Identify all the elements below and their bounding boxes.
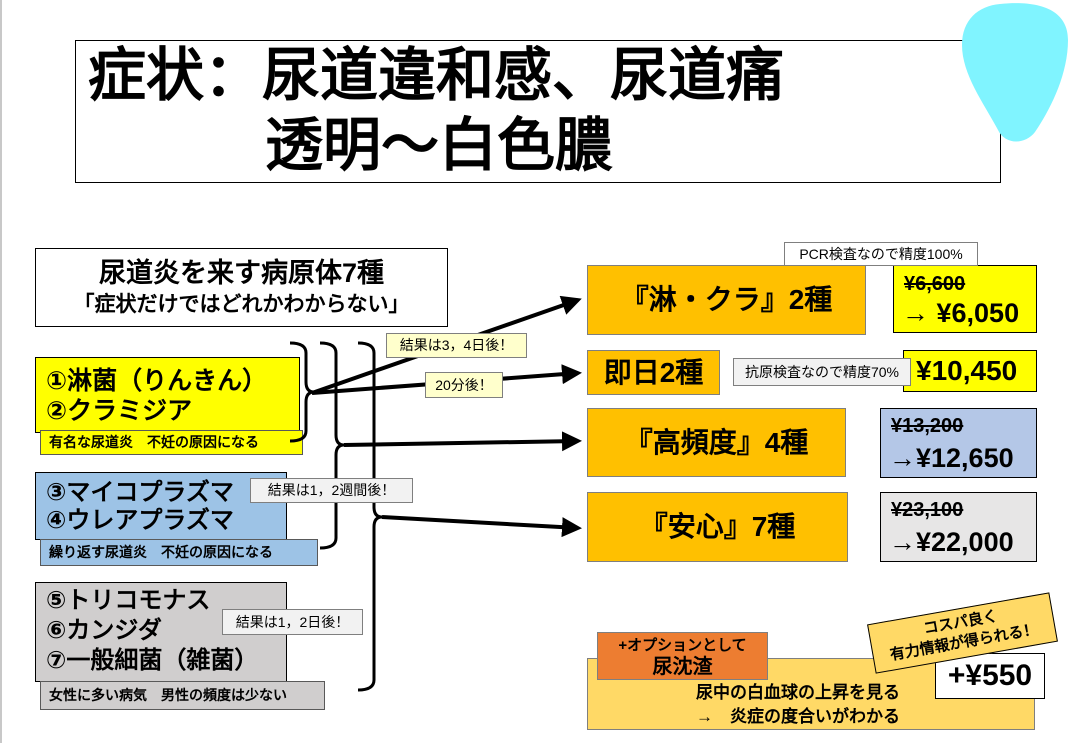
price-box-high-frequency: ¥13,200 →¥12,650 bbox=[880, 408, 1037, 478]
pathogen-item: ⑤トリコモナス bbox=[46, 587, 211, 614]
price-box-rin-kura: ¥6,600 → ¥6,050 bbox=[893, 265, 1037, 333]
price-new: →¥22,000 bbox=[889, 527, 1014, 557]
turnaround-label-mycoplasma: 結果は1，2週間後！ bbox=[250, 478, 413, 503]
pathogen-subheading: 「症状だけではどれかわからない」 bbox=[73, 293, 410, 316]
pathogen-item: ②クラミジア bbox=[46, 397, 193, 425]
test-panel-high-frequency: 『高頻度』4種 bbox=[587, 408, 846, 477]
method-note-pcr: PCR検査なので精度100% bbox=[784, 242, 978, 266]
pathogen-group-mycoplasma-ureaplasma: ③マイコプラズマ ④ウレアプラズマ bbox=[35, 472, 287, 540]
pathogen-item: ⑥カンジダ bbox=[46, 617, 162, 644]
pathogen-group-gonorrhea-chlamydia: ①淋菌（りんきん） ②クラミジア bbox=[35, 357, 300, 433]
test-panel-peace-of-mind: 『安心』7種 bbox=[587, 492, 848, 562]
turnaround-label-rin-kura: 結果は3，4日後！ bbox=[386, 333, 527, 358]
pathogen-header-box: 尿道炎を来す病原体7種 「症状だけではどれかわからない」 bbox=[35, 248, 448, 327]
pathogen-item: ⑦一般細菌（雑菌） bbox=[46, 647, 259, 674]
option-name: 尿沈渣 bbox=[652, 656, 713, 678]
price-old: ¥13,200 bbox=[891, 415, 964, 437]
pathogen-item: ④ウレアプラズマ bbox=[46, 507, 234, 534]
pathogen-heading: 尿道炎を来す病原体7種 bbox=[98, 258, 384, 288]
method-note-antigen: 抗原検査なので精度70% bbox=[733, 358, 911, 386]
pathogen-group-note: 繰り返す尿道炎 不妊の原因になる bbox=[40, 539, 318, 566]
slide-left-edge bbox=[0, 0, 2, 743]
bracket-all-groups bbox=[357, 341, 383, 692]
pathogen-group-note: 有名な尿道炎 不妊の原因になる bbox=[40, 430, 303, 455]
price-box-same-day: ¥10,450 bbox=[903, 350, 1037, 392]
price-old: ¥23,100 bbox=[891, 499, 964, 521]
price-new: → ¥6,050 bbox=[902, 298, 1020, 328]
droplet-shape bbox=[962, 3, 1068, 142]
arrow-to-high-frequency bbox=[343, 431, 582, 452]
price-new: →¥12,650 bbox=[889, 443, 1014, 473]
title-box: 症状：尿道違和感、尿道痛 透明〜白色膿 bbox=[75, 40, 1001, 183]
option-label: +オプションとして bbox=[618, 637, 747, 654]
option-price: +¥550 bbox=[935, 653, 1045, 699]
price-box-peace-of-mind: ¥23,100 →¥22,000 bbox=[880, 492, 1037, 562]
price-old: ¥6,600 bbox=[904, 273, 966, 295]
option-description-line: 尿中の白血球の上昇を見る bbox=[696, 683, 900, 702]
turnaround-label-trichomonas: 結果は1，2日後！ bbox=[222, 609, 363, 635]
turnaround-label-same-day: 20分後！ bbox=[425, 372, 503, 398]
arrow-to-peace-of-mind bbox=[381, 515, 582, 538]
decor-droplet-icon bbox=[962, 3, 1068, 142]
test-panel-same-day: 即日2種 bbox=[587, 350, 720, 395]
title-line-discharge: 透明〜白色膿 bbox=[265, 113, 614, 178]
pathogen-group-note: 女性に多い病気 男性の頻度は少ない bbox=[40, 681, 325, 710]
option-description-line: → 炎症の度合いがわかる bbox=[696, 707, 900, 726]
pathogen-item: ①淋菌（りんきん） bbox=[46, 367, 268, 395]
option-label-box: +オプションとして 尿沈渣 bbox=[597, 632, 768, 680]
test-panel-rin-kura: 『淋・クラ』2種 bbox=[587, 265, 866, 335]
title-line-symptoms: 症状：尿道違和感、尿道痛 bbox=[88, 43, 785, 108]
pathogen-item: ③マイコプラズマ bbox=[46, 479, 234, 506]
bracket-groups-1-2 bbox=[319, 341, 345, 550]
